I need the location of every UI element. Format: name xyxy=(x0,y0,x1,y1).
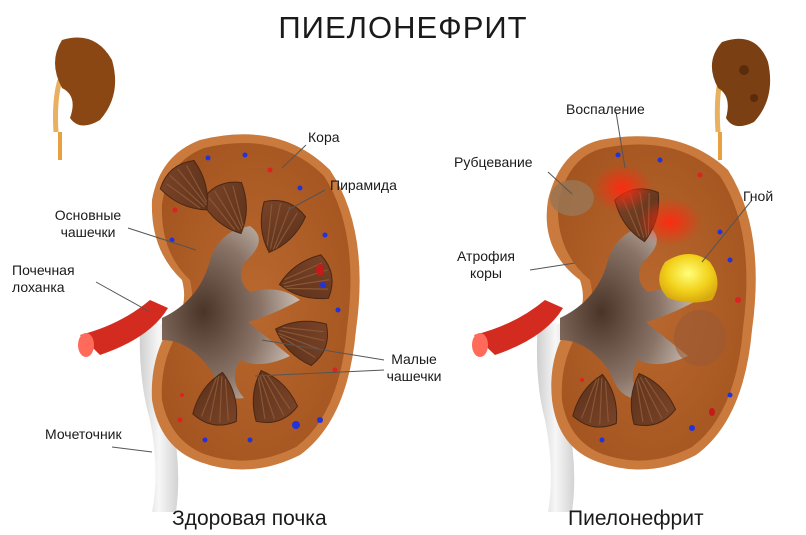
label-cortex-atrophy-line2: коры xyxy=(470,265,502,281)
label-major-calyces-line1: Основные xyxy=(54,207,122,223)
label-major-calyces: Основные чашечки xyxy=(38,207,138,241)
small-healthy-kidney-icon xyxy=(53,37,116,160)
label-minor-calyces-line1: Малые xyxy=(391,351,437,367)
label-minor-calyces-line2: чашечки xyxy=(386,368,442,384)
label-cortex: Кора xyxy=(308,129,340,145)
label-cortex-atrophy: Атрофия коры xyxy=(446,248,526,282)
label-inflammation: Воспаление xyxy=(566,101,645,117)
healthy-kidney-cross-section xyxy=(78,134,360,512)
label-renal-pelvis-line1: Почечная xyxy=(12,262,75,278)
label-major-calyces-line2: чашечки xyxy=(60,224,116,240)
label-ureter: Мочеточник xyxy=(45,426,122,442)
leader-lines xyxy=(95,111,753,453)
label-renal-pelvis-line2: лоханка xyxy=(12,279,65,295)
label-scarring: Рубцевание xyxy=(454,154,533,170)
pyelonephritis-kidney-cross-section xyxy=(472,136,756,512)
label-pyramid: Пирамида xyxy=(330,177,397,193)
caption-healthy-kidney: Здоровая почка xyxy=(172,507,327,530)
label-minor-calyces: Малые чашечки xyxy=(376,351,452,385)
label-pus: Гной xyxy=(743,188,774,204)
label-cortex-atrophy-line1: Атрофия xyxy=(457,248,515,264)
caption-pyelonephritis: Пиелонефрит xyxy=(568,507,704,530)
label-renal-pelvis: Почечная лоханка xyxy=(12,262,75,296)
page-title: ПИЕЛОНЕФРИТ xyxy=(278,10,528,45)
small-diseased-kidney-icon xyxy=(711,38,771,160)
